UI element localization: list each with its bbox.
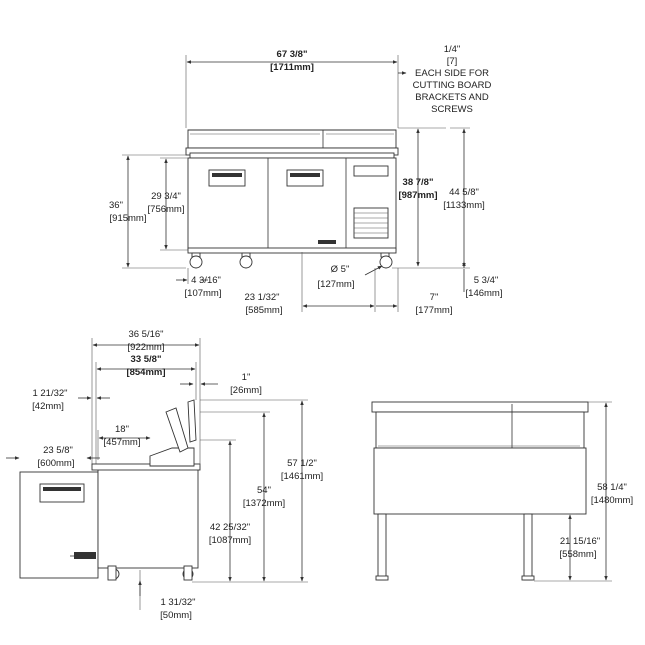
offset-7-in: 7" — [430, 292, 439, 303]
offset-5-in: 5 3/4" — [474, 275, 499, 286]
height-44-in: 44 5/8" — [449, 187, 479, 198]
depth-36-mm: [922mm] — [128, 342, 165, 353]
side-open-lid — [165, 399, 197, 453]
d-23-mm: [600mm] — [38, 458, 75, 469]
leg-view-cabinet — [373, 447, 587, 515]
side-note-line2: CUTTING BOARD — [413, 80, 492, 91]
caster-mid — [239, 252, 253, 269]
h-21-mm: [558mm] — [560, 549, 597, 560]
offset-7-mm: [177mm] — [416, 305, 453, 316]
cutting-board — [189, 152, 395, 159]
d-1-21-in: 1 21/32" — [32, 388, 67, 399]
h-54-in: 54" — [257, 485, 271, 496]
depth-33-mm: [854mm] — [126, 367, 165, 378]
caster-right — [379, 252, 393, 269]
front-lid — [187, 129, 397, 149]
d-1-31-in: 1 31/32" — [160, 597, 195, 608]
leg-view-top — [371, 401, 589, 413]
side-cabinet — [97, 467, 199, 569]
height-36-in: 36" — [109, 200, 123, 211]
d-23-in: 23 5/8" — [43, 445, 73, 456]
h-58-mm: [1480mm] — [591, 495, 633, 506]
h-54-mm: [1372mm] — [243, 498, 285, 509]
height-36-mm: [915mm] — [110, 213, 147, 224]
d-1-mm: [26mm] — [230, 385, 262, 396]
height-38-mm: [987mm] — [398, 190, 437, 201]
depth-36-in: 36 5/16" — [128, 329, 163, 340]
h-58-in: 58 1/4" — [597, 482, 627, 493]
compressor-louver — [353, 165, 389, 239]
height-38-in: 38 7/8" — [403, 177, 434, 188]
caster-dia-in: Ø 5" — [331, 264, 350, 275]
h-42-mm: [1087mm] — [209, 535, 251, 546]
side-note-in: 1/4" — [444, 44, 461, 55]
front-view: 67 3/8" [1711mm] 1/4" [7] EACH SIDE FOR … — [109, 44, 502, 316]
offset-4-in: 4 3/16" — [191, 275, 221, 286]
side-note-mm: [7] — [447, 56, 458, 67]
side-note-line3: BRACKETS AND — [415, 92, 489, 103]
height-29-in: 29 3/4" — [151, 191, 181, 202]
d-18-mm: [457mm] — [104, 437, 141, 448]
leg-left — [377, 513, 387, 581]
d-1-21-mm: [42mm] — [32, 401, 64, 412]
h-57-mm: [1461mm] — [281, 471, 323, 482]
overall-width-in: 67 3/8" — [277, 49, 308, 60]
offset-23-in: 23 1/32" — [244, 292, 279, 303]
depth-33-in: 33 5/8" — [131, 354, 162, 365]
caster-dia-mm: [127mm] — [318, 279, 355, 290]
height-29-mm: [756mm] — [148, 204, 185, 215]
caster-left — [189, 252, 203, 269]
side-note-line4: SCREWS — [431, 104, 473, 115]
h-42-in: 42 25/32" — [210, 522, 250, 533]
d-18-in: 18" — [115, 424, 129, 435]
d-1-31-mm: [50mm] — [160, 610, 192, 621]
side-note-line1: EACH SIDE FOR — [415, 68, 489, 79]
offset-23-mm: [585mm] — [246, 305, 283, 316]
offset-4-mm: [107mm] — [185, 288, 222, 299]
d-1-in: 1" — [242, 372, 251, 383]
door-handle-left — [208, 169, 246, 187]
h-57-in: 57 1/2" — [287, 458, 317, 469]
door-handle-right — [286, 169, 324, 187]
h-21-in: 21 15/16" — [560, 536, 600, 547]
overall-width-mm: [1711mm] — [270, 62, 314, 73]
offset-5-mm: [146mm] — [466, 288, 503, 299]
leg-view: 58 1/4" [1480mm] 21 15/16" [558mm] — [371, 401, 633, 582]
side-view: 36 5/16" [922mm] 33 5/8" [854mm] 1 21/32… — [6, 329, 323, 621]
height-44-mm: [1133mm] — [443, 200, 485, 211]
leg-right — [523, 513, 533, 581]
logo-badge — [318, 240, 336, 244]
